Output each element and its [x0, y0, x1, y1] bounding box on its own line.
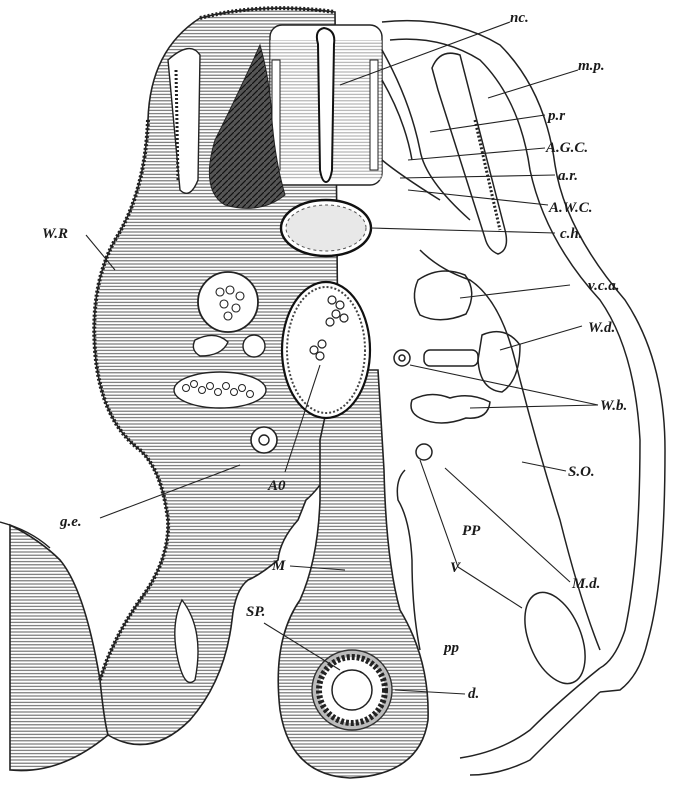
- label-nc: nc.: [510, 10, 529, 26]
- label-m: M: [271, 558, 286, 574]
- neural-canal: [317, 28, 334, 182]
- label-pp-lower: pp: [442, 640, 460, 656]
- label-ar: a.r.: [558, 168, 578, 184]
- aorta: [282, 282, 370, 418]
- right-vein-lower: [513, 584, 597, 692]
- right-body-wall-inner: [390, 39, 640, 668]
- label-d: d.: [468, 686, 479, 702]
- label-vca: v.c.a.: [588, 278, 620, 294]
- gut: [312, 650, 392, 730]
- label-md: M.d.: [571, 576, 600, 592]
- label-agc: A.G.C.: [545, 140, 588, 156]
- label-so: S.O.: [568, 464, 595, 480]
- label-pr: p.r: [546, 108, 565, 124]
- wolffian-duct-right: [478, 332, 520, 392]
- label-wr: W.R: [42, 226, 68, 242]
- label-wd: W.d.: [588, 320, 615, 336]
- label-awc: A.W.C.: [548, 200, 592, 216]
- label-ge: g.e.: [59, 514, 82, 530]
- label-ao: A0: [267, 478, 286, 494]
- label-ch: c.h.: [560, 226, 583, 242]
- left-half-body: [0, 8, 432, 779]
- label-wb: W.b.: [600, 398, 627, 414]
- lower-left-flap: [10, 525, 108, 771]
- label-sp: SP.: [246, 604, 265, 620]
- right-muscle-plate: [432, 53, 506, 254]
- label-mp: m.p.: [578, 58, 605, 74]
- label-pp-upper: PP: [462, 523, 481, 539]
